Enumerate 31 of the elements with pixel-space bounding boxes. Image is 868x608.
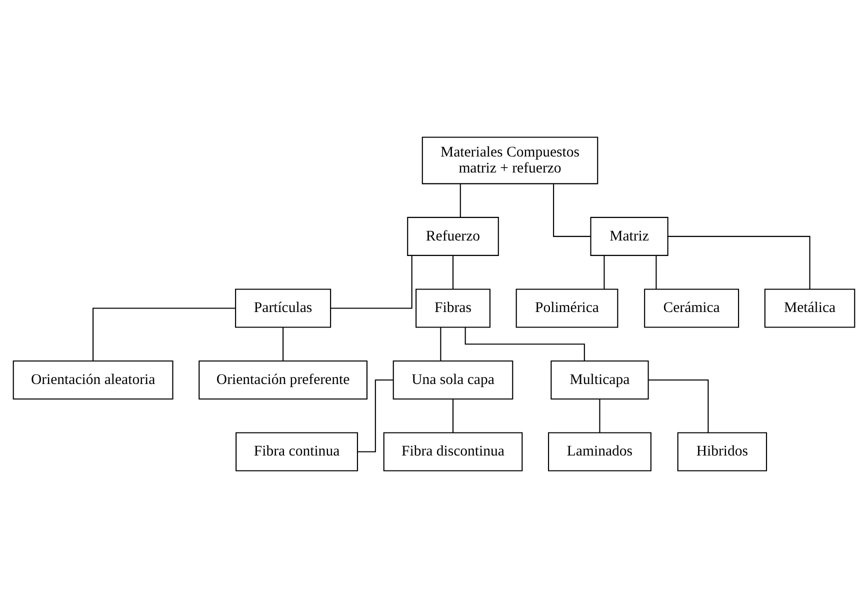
node-box: Hibridos (677, 432, 768, 472)
node-box: Matriz (590, 216, 668, 256)
connector (452, 399, 454, 432)
node-box: Cerámica (644, 288, 740, 328)
connector (599, 399, 600, 432)
node-box: Metálica (764, 288, 856, 328)
connector (464, 327, 585, 361)
node-box: Materiales Compuestos matriz + refuerzo (422, 136, 598, 184)
connector (648, 379, 709, 433)
node-box: Fibra continua (236, 432, 358, 472)
node-box: Orientación preferente (198, 360, 368, 400)
connector (656, 256, 657, 289)
connector (460, 184, 461, 218)
node-box: Una sola capa (392, 360, 514, 400)
connector (282, 327, 284, 361)
connector (604, 256, 605, 289)
node-box: Refuerzo (407, 216, 499, 256)
node-box: Laminados (548, 432, 652, 472)
node-box: Multicapa (550, 360, 649, 400)
node-box: Fibra discontinua (383, 432, 523, 472)
node-box: Partículas (235, 288, 332, 328)
connector (440, 327, 442, 361)
node-box: Fibras (416, 288, 490, 328)
connector (92, 308, 236, 361)
connector (358, 379, 394, 452)
connector (330, 256, 412, 309)
connector (553, 184, 591, 237)
node-box: Polimérica (516, 288, 618, 328)
node-box: Orientación aleatoria (12, 360, 174, 400)
connector (668, 236, 810, 289)
connector (452, 256, 454, 289)
